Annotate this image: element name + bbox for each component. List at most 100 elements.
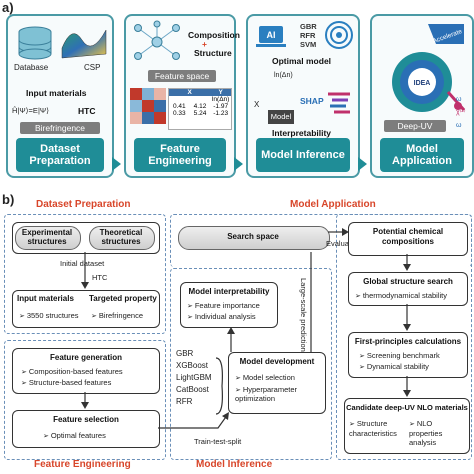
stage-title-feature-engineering: Feature Engineering xyxy=(134,138,226,172)
first-principles-box: First-principles calculations Screening … xyxy=(348,332,468,378)
table-cell: 4.12 xyxy=(193,103,207,110)
omega-label-1: ω xyxy=(456,96,462,103)
plus-label: + xyxy=(202,39,207,49)
database-icon xyxy=(18,26,52,60)
stage-title-model-inference: Model Inference xyxy=(256,138,350,172)
csp-label: CSP xyxy=(84,63,101,72)
model-list-item: LightGBM xyxy=(176,373,212,382)
evaluation-label: Evaluation xyxy=(326,239,362,248)
feature-space-tag: Feature space xyxy=(148,70,216,82)
first-principles-title: First-principles calculations xyxy=(354,337,462,346)
fg-item: Structure-based features xyxy=(21,378,112,387)
experimental-structures-label: Experimental structures xyxy=(21,228,73,246)
table-cell: 5.24 xyxy=(193,110,207,117)
model-list-item: XGBoost xyxy=(176,361,209,370)
composition-label: Composition xyxy=(188,30,240,40)
theoretical-structures-label: Theoretical structures xyxy=(99,228,143,246)
model-interpretability-title: Model interpretability xyxy=(188,287,270,296)
shap-plot-icon xyxy=(328,92,350,114)
shap-label: SHAP xyxy=(300,96,324,106)
schrodinger-equation: Ĥ|Ψ⟩=E|Ψ⟩ xyxy=(12,106,50,115)
input-materials-label: Input materials xyxy=(26,88,87,98)
model-list-item: GBR xyxy=(176,349,194,358)
fp-item: Screening benchmark xyxy=(359,351,440,360)
svg-text:AI: AI xyxy=(267,30,276,40)
right-arrow-icon xyxy=(328,228,349,236)
mi-item: Feature importance xyxy=(187,301,260,310)
birefringence-tag: Birefringence xyxy=(20,122,100,134)
model-list-item: RFR xyxy=(176,397,193,406)
potential-compositions-box: Potential chemical compositions xyxy=(348,222,468,256)
dataset-preparation-frame xyxy=(4,214,166,334)
x-label: X xyxy=(254,100,260,109)
database-label: Database xyxy=(14,63,49,72)
arrow-chevron xyxy=(358,157,367,171)
optimal-model-label: Optimal model xyxy=(272,56,332,66)
structure-label: Structure xyxy=(194,48,232,58)
model-inference-card: AI GBR RFR SVM Optimal model ln(Δn) X Mo… xyxy=(246,14,360,178)
model-application-frame xyxy=(336,214,472,460)
down-arrow-icon xyxy=(403,304,411,331)
stage-title-dataset-preparation: Dataset Preparation xyxy=(16,138,104,172)
structures-count-item: 3550 structures xyxy=(19,311,79,320)
md-item: Hyperparameter optimization xyxy=(235,385,321,403)
initial-dataset-label: Initial dataset xyxy=(60,259,105,268)
fp-item: Dynamical stability xyxy=(359,362,429,371)
feature-selection-title: Feature selection xyxy=(53,415,119,424)
fg-item: Composition-based features xyxy=(21,367,123,376)
targeted-property-title: Targeted property xyxy=(89,294,157,303)
search-space-label: Search space xyxy=(227,232,279,241)
model-gbr: GBR xyxy=(300,22,317,31)
table-y-unit: ln(Δn) xyxy=(211,96,230,103)
deep-uv-tag: Deep-UV xyxy=(384,120,446,132)
accelerate-idea-icon: Accelerate IDEA xyxy=(392,24,466,112)
table-cell: 0.33 xyxy=(173,110,186,117)
heatmap-icon xyxy=(130,88,166,124)
table-row: 0.33 5.24 -1.23 xyxy=(169,110,231,117)
up-arrow-icon xyxy=(227,327,235,352)
global-search-box: Global structure search thermodynamical … xyxy=(348,272,468,306)
candidate-materials-box: Candidate deep-UV NLO materials Structur… xyxy=(344,398,470,454)
svg-text:IDEA: IDEA xyxy=(414,80,431,87)
mi-item: Individual analysis xyxy=(187,312,256,321)
csp-surface-icon xyxy=(61,29,107,59)
section-title-dataset-preparation: Dataset Preparation xyxy=(36,199,131,210)
down-arrow-icon xyxy=(81,392,89,409)
feature-table: X Y ln(Δn) 0.41 4.12 -1.97 0.33 5.24 -1.… xyxy=(168,88,232,130)
up-arrow-icon xyxy=(307,241,315,352)
feature-engineering-card: Composition + Structure Feature space X … xyxy=(124,14,240,178)
feature-engineering-frame xyxy=(4,340,166,460)
section-title-model-inference: Model Inference xyxy=(196,459,273,470)
table-cell: -1.97 xyxy=(213,103,229,110)
table-header-y: Y xyxy=(218,89,223,96)
model-inference-frame xyxy=(170,268,332,460)
model-box: Model xyxy=(268,110,294,124)
htc-flow-label: HTC xyxy=(92,273,108,282)
theoretical-cylinder xyxy=(89,226,155,250)
table-header-x: X xyxy=(187,89,192,96)
htc-label: HTC xyxy=(78,106,96,116)
target-spiral-icon xyxy=(325,21,353,49)
fs-item: Optimal features xyxy=(43,431,106,440)
section-title-feature-engineering: Feature Engineering xyxy=(34,459,131,470)
birefringence-item: Birefringence xyxy=(91,311,143,320)
input-materials-box: Input materials Targeted property 3550 s… xyxy=(12,290,160,328)
down-arrow-icon xyxy=(403,254,411,271)
feature-generation-title: Feature generation xyxy=(49,353,122,362)
md-item: Model selection xyxy=(235,373,295,382)
arrow-chevron xyxy=(112,157,121,171)
search-space-box: Search space xyxy=(178,222,330,252)
model-development-box: Model development Model selection Hyperp… xyxy=(228,352,326,414)
stage-title-model-application: Model Application xyxy=(380,138,464,172)
search-space-cylinder xyxy=(178,226,330,250)
network-graph-icon xyxy=(134,20,180,60)
model-list: GBR XGBoost LightGBM CatBoost RFR xyxy=(176,348,212,408)
chi-label: χ⁽²⁾ xyxy=(456,109,466,116)
train-test-split-label: Train-test-split xyxy=(194,437,242,446)
table-row: 0.41 4.12 -1.97 xyxy=(169,103,231,110)
model-application-card: Accelerate IDEA ω χ⁽²⁾ ω Deep-UV Model A… xyxy=(370,14,474,178)
large-scale-prediction-label: Large-scale prediction xyxy=(299,278,308,352)
candidate-right-item: NLO properties analysis xyxy=(409,419,467,447)
train-test-arrow xyxy=(158,412,229,429)
arrow-chevron xyxy=(234,157,243,171)
